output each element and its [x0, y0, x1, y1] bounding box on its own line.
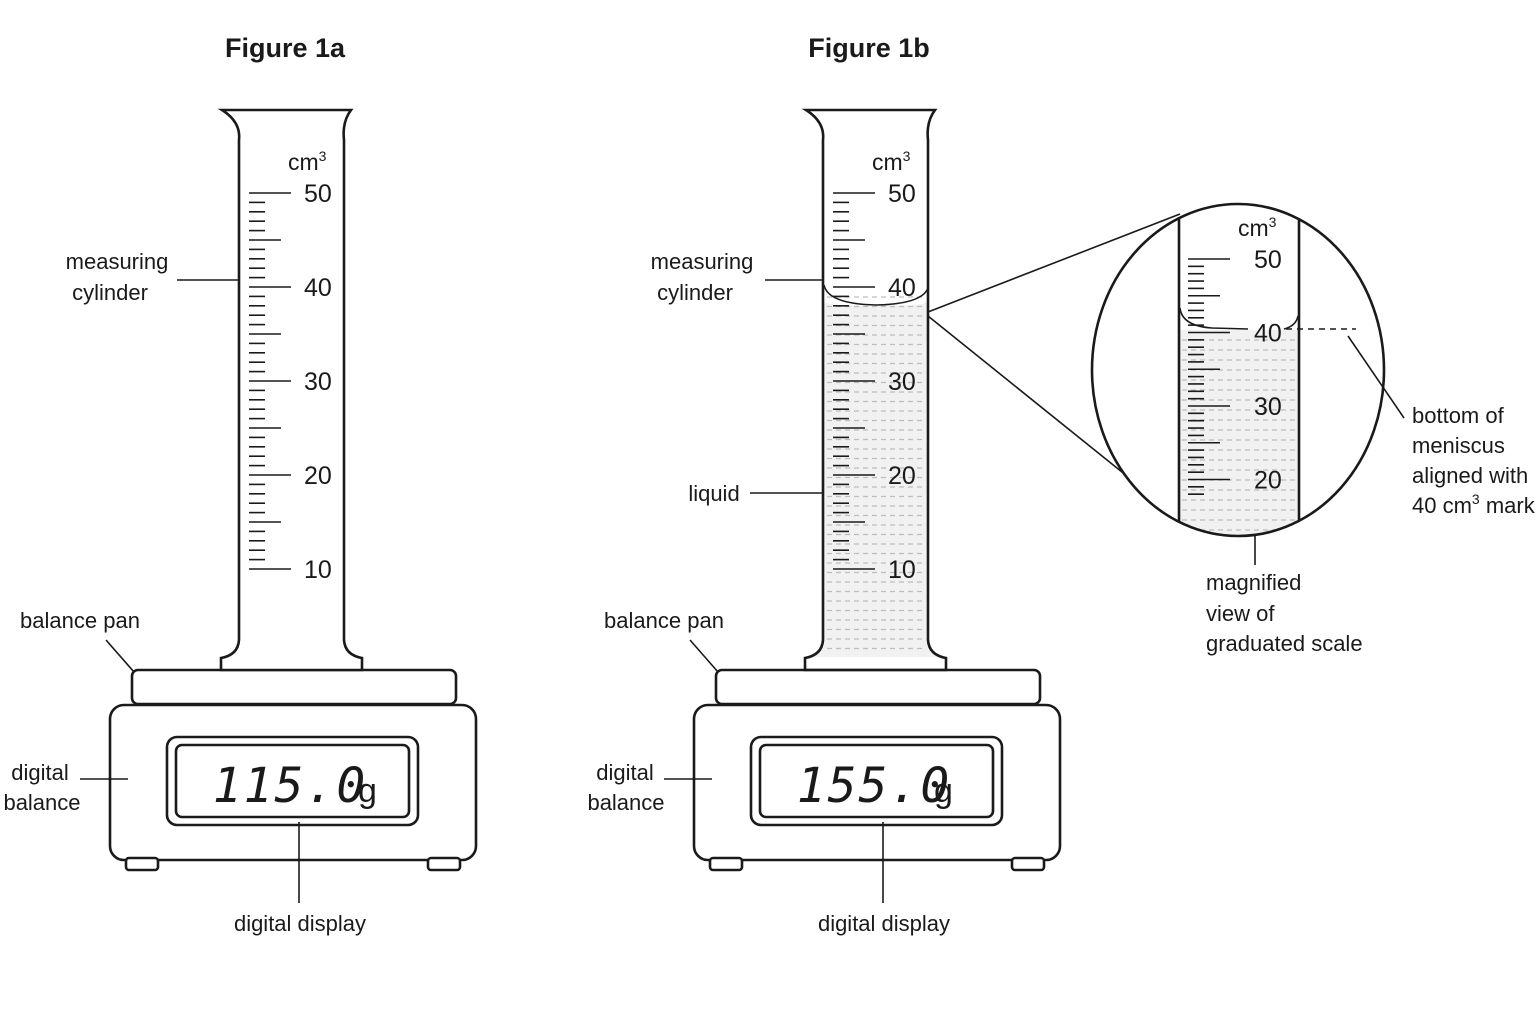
magnified-liquid	[1180, 330, 1298, 536]
liquid-shading	[827, 296, 925, 650]
balance-foot-right	[1010, 856, 1046, 872]
magnified-view: 20 30 40 50 cm3 bottom of meniscus aligned …	[1090, 202, 1536, 656]
figure-1a: Figure 1a 115.0 g 10 20 30 40 50 cm3 measuri…	[3, 33, 478, 936]
label-digital-display: digital display	[818, 911, 950, 936]
scale-label: 20	[1254, 467, 1282, 495]
figure-1b-title: Figure 1b	[808, 33, 930, 63]
digital-display-screen	[174, 743, 411, 819]
magnified-scale-unit: cm3	[1238, 214, 1277, 241]
meniscus-note-line-2: meniscus	[1412, 433, 1505, 458]
caption-line-2: view of	[1206, 601, 1275, 626]
label-balance-pan: balance pan	[604, 608, 724, 633]
scale-label: 20	[888, 462, 916, 490]
scale-label: 40	[1254, 320, 1282, 348]
balance-pan	[130, 668, 458, 706]
meniscus-note-line-3: aligned with	[1412, 463, 1528, 488]
scale-label: 40	[304, 274, 332, 302]
magnifier-circle	[1090, 202, 1386, 538]
label-digital-display: digital display	[234, 911, 366, 936]
scale-label: 30	[304, 368, 332, 396]
scale-label: 50	[304, 180, 332, 208]
label-measuring: measuring	[651, 249, 754, 274]
display-reading-unit: g	[358, 772, 377, 810]
leader-pan	[689, 639, 719, 673]
magnifier-connector-bottom	[927, 315, 1149, 494]
scale-label: 20	[304, 462, 332, 490]
liquid	[806, 302, 944, 657]
balance-foot-left	[124, 856, 160, 872]
scale-unit: cm3	[872, 148, 911, 175]
graduated-scale: 10 20 30 40 50	[833, 180, 916, 584]
figure-1a-title: Figure 1a	[225, 33, 346, 63]
measuring-cylinder	[801, 108, 948, 672]
scale-unit: cm3	[288, 148, 327, 175]
balance-pan	[714, 668, 1042, 706]
leader-meniscus	[1347, 335, 1405, 419]
graduated-scale: 10 20 30 40 50	[249, 180, 332, 584]
label-balance-pan: balance pan	[20, 608, 140, 633]
scale-label: 40	[888, 274, 916, 302]
display-reading-unit: g	[934, 772, 953, 810]
balance-foot-right	[426, 856, 462, 872]
label-balance: balance	[3, 790, 80, 815]
scale-label: 30	[888, 368, 916, 396]
label-liquid: liquid	[688, 481, 739, 506]
magnifier-connector-top	[927, 213, 1181, 313]
magnified-meniscus-left	[1179, 307, 1249, 330]
leader-pan	[105, 639, 135, 673]
scale-label: 50	[1254, 246, 1282, 274]
digital-display-screen	[758, 743, 995, 819]
balance-foot-left	[708, 856, 744, 872]
scale-label: 30	[1254, 393, 1282, 421]
measuring-cylinder	[217, 108, 364, 672]
label-balance: balance	[587, 790, 664, 815]
label-cylinder: cylinder	[657, 280, 733, 305]
magnified-meniscus-right	[1283, 315, 1299, 330]
scale-label: 50	[888, 180, 916, 208]
caption-line-3: graduated scale	[1206, 631, 1363, 656]
digital-display-frame	[165, 735, 420, 827]
meniscus	[823, 284, 929, 306]
caption-line-1: magnified	[1206, 570, 1301, 595]
label-measuring: measuring	[66, 249, 169, 274]
scale-label: 10	[888, 556, 916, 584]
label-digital: digital	[11, 760, 68, 785]
meniscus-note-line-1: bottom of	[1412, 403, 1505, 428]
label-cylinder: cylinder	[72, 280, 148, 305]
figure-1b: Figure 1b 155.0 g 10 20 30 40 50 cm3 measuri…	[587, 33, 1181, 936]
magnified-scale: 20 30 40 50	[1188, 246, 1282, 496]
digital-display-frame	[749, 735, 1004, 827]
display-reading: 155.0	[797, 758, 952, 814]
scale-label: 10	[304, 556, 332, 584]
meniscus-note-line-4: 40 cm3 mark	[1412, 491, 1536, 518]
display-reading: 115.0	[213, 758, 368, 814]
label-digital: digital	[596, 760, 653, 785]
